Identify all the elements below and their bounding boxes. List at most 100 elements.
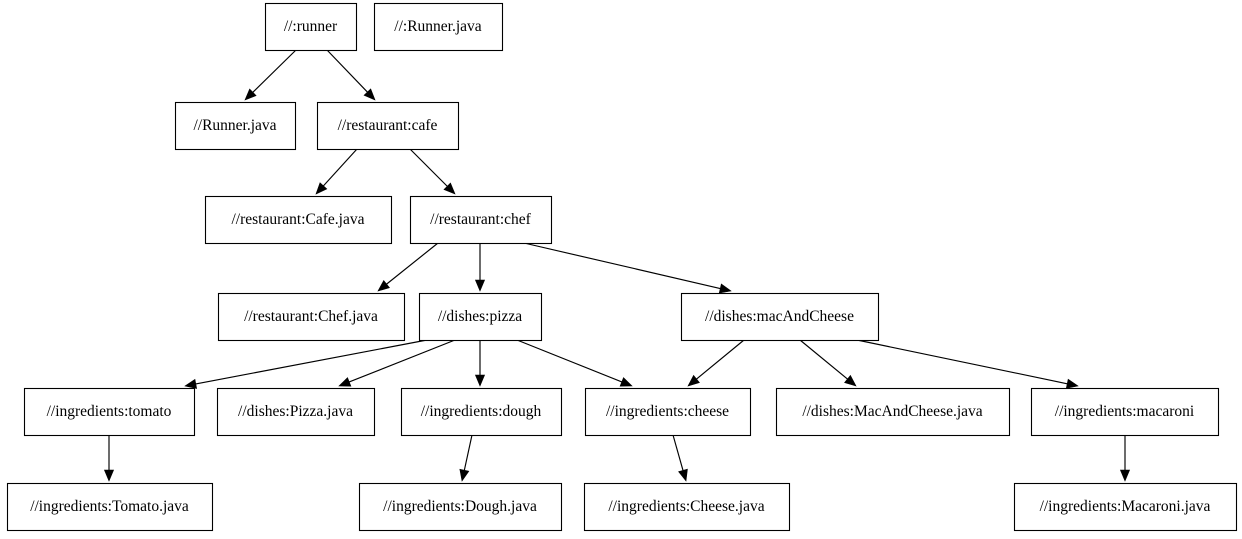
graph-node-runner_java[interactable]: //Runner.java — [174, 101, 297, 151]
edge-line — [523, 242, 721, 290]
graph-edge — [474, 340, 486, 387]
graph-node-mac_java[interactable]: //dishes:MacAndCheese.java — [775, 387, 1011, 437]
graph-edge — [315, 148, 358, 195]
node-box[interactable] — [216, 387, 376, 437]
graph-edge — [672, 434, 688, 482]
graph-node-restaurant_cafe[interactable]: //restaurant:cafe — [316, 101, 460, 151]
graph-edge — [523, 242, 732, 294]
node-box[interactable] — [680, 292, 880, 342]
node-label: //ingredients:dough — [421, 403, 542, 420]
graph-node-cafe_java[interactable]: //restaurant:Cafe.java — [204, 195, 393, 245]
edge-line — [409, 148, 448, 187]
node-box[interactable] — [264, 2, 358, 52]
node-box[interactable] — [23, 387, 196, 437]
node-box[interactable] — [409, 195, 553, 245]
graph-edge — [326, 49, 376, 101]
edge-line — [463, 434, 473, 471]
graph-edge — [338, 339, 456, 387]
graph-node-ing_cheese[interactable]: //ingredients:cheese — [584, 387, 752, 437]
node-label: //ingredients:Cheese.java — [608, 498, 764, 515]
graph-edge — [856, 339, 1079, 389]
graph-node-ing_tomato[interactable]: //ingredients:tomato — [23, 387, 196, 437]
node-box[interactable] — [1030, 387, 1220, 437]
arrow-head-icon — [103, 469, 115, 482]
graph-edge — [377, 242, 439, 292]
arrow-head-icon — [678, 468, 688, 482]
graph-node-macaroni_java[interactable]: //ingredients:Macaroni.java — [1013, 482, 1238, 532]
graph-node-pizza_java[interactable]: //dishes:Pizza.java — [216, 387, 376, 437]
node-box[interactable] — [6, 482, 214, 532]
arrow-head-icon — [315, 182, 328, 195]
arrow-head-icon — [474, 374, 486, 387]
edge-line — [799, 339, 848, 380]
node-label: //restaurant:Chef.java — [244, 308, 378, 325]
graph-node-runner_java_root[interactable]: //:Runner.java — [373, 2, 504, 52]
graph-node-runner[interactable]: //:runner — [264, 2, 358, 52]
node-label: //Runner.java — [193, 117, 276, 134]
arrow-head-icon — [1065, 378, 1079, 389]
arrow-head-icon — [844, 374, 857, 387]
node-label: //dishes:pizza — [438, 308, 522, 325]
graph-edge — [184, 339, 428, 389]
node-box[interactable] — [373, 2, 504, 52]
graph-edge — [799, 339, 857, 387]
edge-line — [696, 339, 745, 380]
arrow-head-icon — [184, 378, 198, 389]
graph-edge — [244, 49, 297, 101]
node-label: //ingredients:macaroni — [1055, 403, 1195, 420]
arrow-head-icon — [459, 468, 470, 482]
graph-node-tomato_java[interactable]: //ingredients:Tomato.java — [6, 482, 214, 532]
node-label: //:runner — [284, 18, 338, 35]
edge-line — [516, 339, 623, 383]
edges-layer — [103, 49, 1131, 482]
arrow-head-icon — [474, 279, 486, 292]
node-box[interactable] — [174, 101, 297, 151]
arrow-head-icon — [1119, 469, 1131, 482]
node-box[interactable] — [775, 387, 1011, 437]
node-box[interactable] — [358, 482, 563, 532]
node-label: //restaurant:Cafe.java — [232, 211, 365, 228]
graph-node-dishes_mac[interactable]: //dishes:macAndCheese — [680, 292, 880, 342]
edge-line — [195, 339, 428, 385]
graph-edge — [516, 339, 633, 387]
edge-line — [672, 434, 684, 471]
nodes-layer: //:runner //:Runner.java //Runner.java //re… — [6, 2, 1238, 532]
graph-edge — [459, 434, 473, 482]
graph-node-ing_dough[interactable]: //ingredients:dough — [400, 387, 563, 437]
node-label: //ingredients:Macaroni.java — [1040, 498, 1211, 515]
node-box[interactable] — [1013, 482, 1238, 532]
edge-line — [349, 339, 456, 383]
node-box[interactable] — [204, 195, 393, 245]
node-box[interactable] — [400, 387, 563, 437]
edge-line — [326, 49, 368, 93]
node-label: //ingredients:cheese — [606, 403, 729, 420]
graph-node-chef_java[interactable]: //restaurant:Chef.java — [217, 292, 406, 342]
node-label: //ingredients:Dough.java — [383, 498, 537, 515]
graph-node-dough_java[interactable]: //ingredients:Dough.java — [358, 482, 563, 532]
arrow-head-icon — [718, 283, 732, 294]
node-box[interactable] — [584, 387, 752, 437]
node-label: //dishes:macAndCheese — [705, 308, 854, 325]
graph-edge — [474, 243, 486, 292]
node-label: //restaurant:cafe — [338, 117, 438, 134]
edge-line — [252, 49, 297, 93]
graph-node-ing_macaroni[interactable]: //ingredients:macaroni — [1030, 387, 1220, 437]
node-label: //ingredients:Tomato.java — [30, 498, 189, 515]
node-box[interactable] — [418, 292, 543, 342]
graph-node-restaurant_chef[interactable]: //restaurant:chef — [409, 195, 553, 245]
node-label: //restaurant:chef — [430, 211, 532, 228]
node-label: //:Runner.java — [394, 18, 482, 35]
node-box[interactable] — [316, 101, 460, 151]
node-box[interactable] — [217, 292, 406, 342]
graph-node-cheese_java[interactable]: //ingredients:Cheese.java — [583, 482, 791, 532]
node-box[interactable] — [583, 482, 791, 532]
graph-node-dishes_pizza[interactable]: //dishes:pizza — [418, 292, 543, 342]
graph-edge — [687, 339, 745, 387]
graph-edge — [103, 435, 115, 482]
node-label: //dishes:MacAndCheese.java — [802, 403, 982, 420]
graph-edge — [1119, 435, 1131, 482]
arrow-head-icon — [619, 377, 633, 387]
arrow-head-icon — [363, 88, 376, 101]
